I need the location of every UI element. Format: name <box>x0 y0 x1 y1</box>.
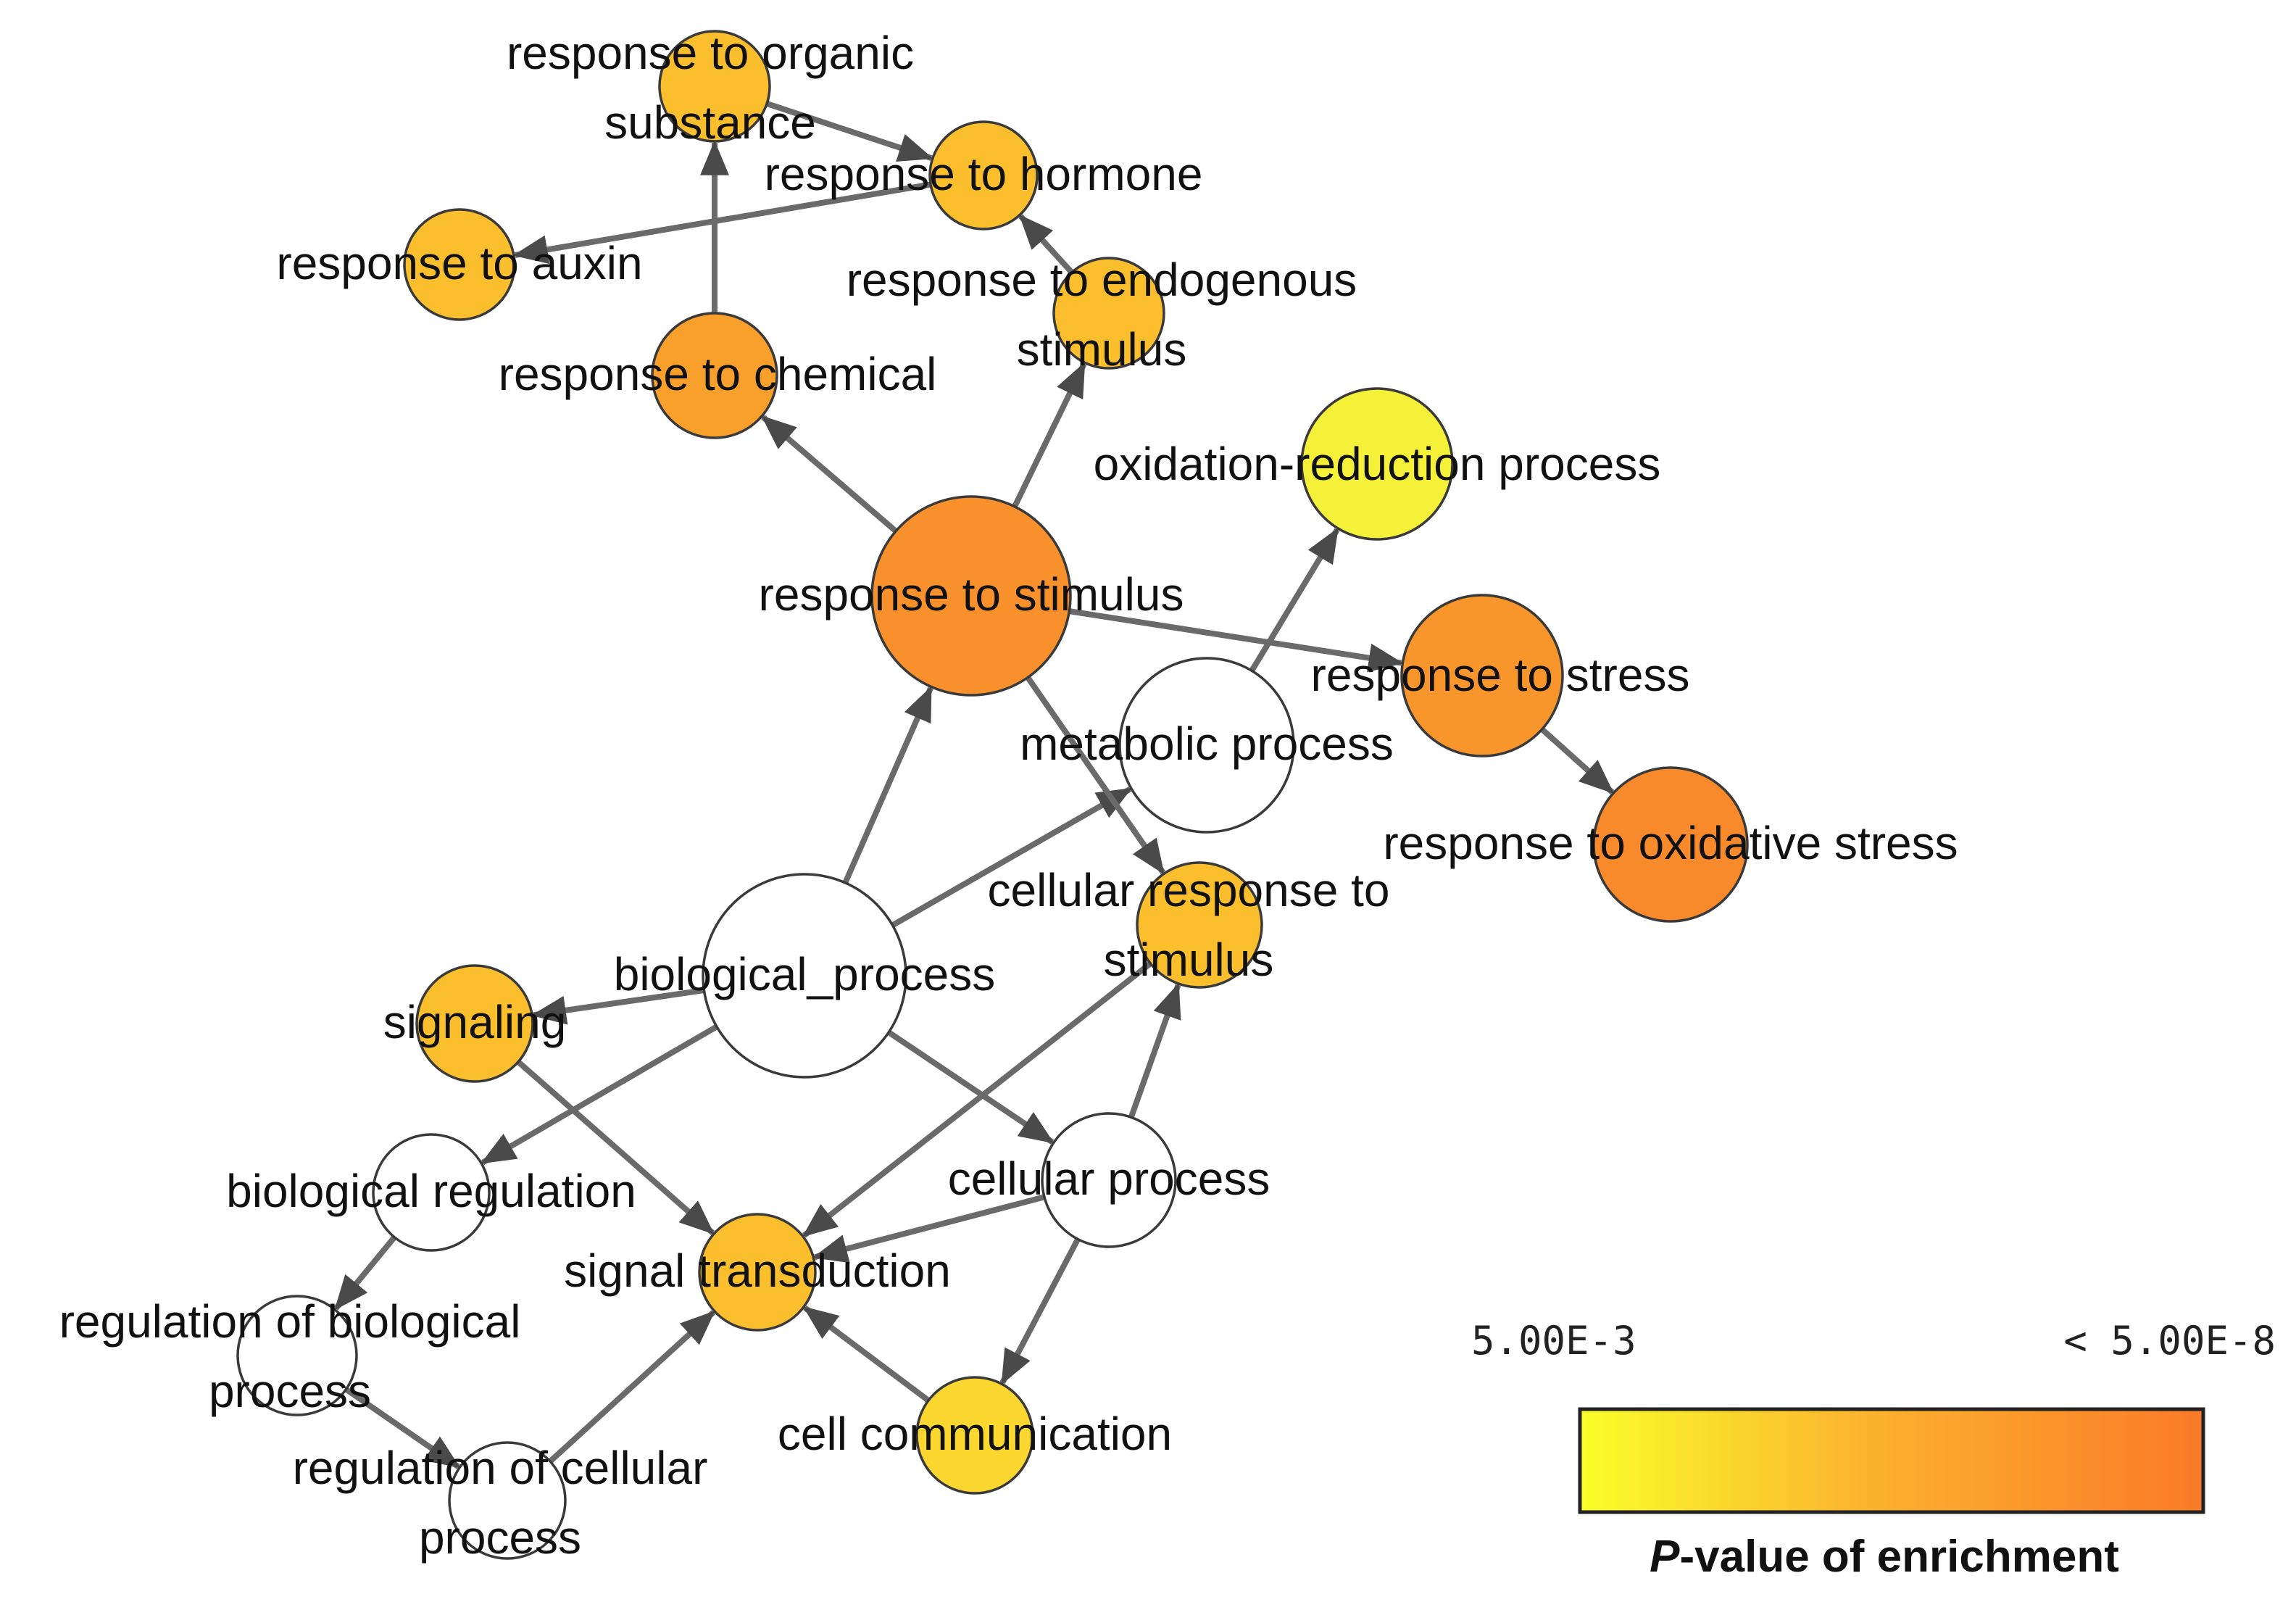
edge-cellular-process-to-signal-transduction <box>812 1194 1046 1263</box>
label-regulation-of-biological-process: regulation of biological process <box>59 1295 521 1417</box>
edge-cellular-process-to-cell-communication <box>999 1237 1081 1385</box>
label-response-to-endogenous-stimulus: response to endogenous stimulus <box>847 254 1357 375</box>
label-line: cell communication <box>778 1408 1172 1460</box>
label-cellular-response-to-stimulus: cellular response to stimulus <box>988 864 1390 986</box>
node-response-to-auxin[interactable] <box>403 208 516 321</box>
node-response-to-oxidative-stress[interactable] <box>1592 766 1749 923</box>
edges-layer <box>333 101 1615 1469</box>
edge-response-to-stimulus-to-response-to-stress <box>1068 608 1404 673</box>
node-regulation-of-biological-process[interactable] <box>236 1295 358 1416</box>
edge-biological-process-to-biological-regulation <box>481 1024 718 1166</box>
label-line: substance <box>604 96 816 149</box>
edge-biological-process-to-metabolic-process <box>891 787 1132 928</box>
label-line: stimulus <box>1104 934 1274 986</box>
edge-response-to-endogenous-stimulus-to-response-to-hormone <box>1018 214 1074 275</box>
label-response-to-stress: response to stress <box>1311 649 1690 701</box>
edge-signaling-to-signal-transduction <box>516 1059 715 1235</box>
label-response-to-oxidative-stress: response to oxidative stress <box>1383 817 1958 869</box>
label-signal-transduction: signal transduction <box>564 1245 951 1297</box>
node-regulation-of-cellular-process[interactable] <box>448 1441 567 1560</box>
label-biological-regulation: biological regulation <box>226 1165 636 1217</box>
label-response-to-stimulus: response to stimulus <box>759 568 1184 621</box>
edge-biological-regulation-to-regulation-of-biological-process <box>333 1235 397 1311</box>
edge-response-to-organic-substance-to-response-to-hormone <box>765 101 933 162</box>
label-cellular-process: cellular process <box>948 1153 1270 1205</box>
label-line: signal transduction <box>564 1245 951 1297</box>
label-signaling: signaling <box>383 996 567 1048</box>
edge-response-to-stimulus-to-cellular-response-to-stimulus <box>1025 676 1166 875</box>
edge-regulation-of-cellular-process-to-signal-transduction <box>548 1310 716 1464</box>
color-legend: 5.00E-3 < 5.00E-8 P-value of enrichment <box>1471 1318 2276 1582</box>
label-line: cellular process <box>948 1153 1270 1205</box>
edge-cell-communication-to-signal-transduction <box>803 1305 931 1403</box>
label-line: oxidation-reduction process <box>1094 438 1661 490</box>
edge-cellular-process-to-cellular-response-to-stimulus <box>1128 982 1181 1119</box>
label-line: response to oxidative stress <box>1383 817 1958 869</box>
node-cellular-response-to-stimulus[interactable] <box>1136 861 1263 989</box>
edge-response-to-stimulus-to-response-to-endogenous-stimulus <box>1012 362 1087 508</box>
node-oxidation-reduction-process[interactable] <box>1300 387 1454 541</box>
label-response-to-organic-substance: response to organic substance <box>507 27 914 149</box>
legend-gradient-bar <box>1578 1407 2205 1514</box>
label-line: process <box>209 1365 371 1417</box>
label-oxidation-reduction-process: oxidation-reduction process <box>1094 438 1661 490</box>
label-line: stimulus <box>1017 323 1187 375</box>
label-line: signaling <box>383 996 567 1048</box>
label-line: biological regulation <box>226 1165 636 1217</box>
node-metabolic-process[interactable] <box>1118 657 1295 834</box>
node-signal-transduction[interactable] <box>698 1213 817 1332</box>
node-signaling[interactable] <box>415 964 534 1083</box>
label-line: process <box>419 1511 581 1564</box>
label-line: response to auxin <box>276 237 642 289</box>
label-metabolic-process: metabolic process <box>1020 718 1394 770</box>
node-biological-regulation[interactable] <box>372 1133 491 1252</box>
edge-response-to-hormone-to-response-to-auxin <box>512 181 931 265</box>
label-line: regulation of biological <box>59 1295 521 1348</box>
label-line: regulation of cellular <box>293 1442 708 1494</box>
node-response-to-endogenous-stimulus[interactable] <box>1052 257 1165 370</box>
node-response-to-chemical[interactable] <box>651 312 778 439</box>
node-biological-process[interactable] <box>702 873 907 1079</box>
label-line: metabolic process <box>1020 718 1394 770</box>
label-regulation-of-cellular-process: regulation of cellular process <box>293 1442 708 1564</box>
legend-high-label: < 5.00E-8 <box>2063 1318 2276 1364</box>
edge-metabolic-process-to-oxidation-reduction-process <box>1249 527 1340 673</box>
legend-title: P-value of enrichment <box>1650 1532 2119 1582</box>
edge-cellular-response-to-stimulus-to-signal-transduction <box>802 960 1152 1238</box>
label-cell-communication: cell communication <box>778 1408 1172 1460</box>
node-response-to-stress[interactable] <box>1400 594 1564 758</box>
label-response-to-hormone: response to hormone <box>765 148 1203 200</box>
label-line: biological_process <box>614 948 996 1000</box>
node-response-to-organic-substance[interactable] <box>658 30 771 143</box>
node-response-to-stimulus[interactable] <box>870 495 1072 697</box>
node-cell-communication[interactable] <box>915 1376 1034 1495</box>
label-line: response to organic <box>507 27 914 79</box>
edge-response-to-stress-to-response-to-oxidative-stress <box>1539 727 1615 794</box>
edge-regulation-of-biological-process-to-regulation-of-cellular-process <box>344 1387 461 1469</box>
label-response-to-chemical: response to chemical <box>499 348 937 400</box>
legend-title-rest: -value of enrichment <box>1680 1532 2119 1582</box>
label-line: response to stress <box>1311 649 1690 701</box>
label-line: response to chemical <box>499 348 937 400</box>
label-response-to-auxin: response to auxin <box>276 237 642 289</box>
label-line: response to hormone <box>765 148 1203 200</box>
edge-biological-process-to-cellular-process <box>887 1029 1055 1145</box>
label-line: cellular response to <box>988 864 1390 916</box>
nodes-layer <box>236 30 1749 1560</box>
node-cellular-process[interactable] <box>1041 1112 1177 1248</box>
label-line: response to stimulus <box>759 568 1184 621</box>
legend-title-italic: P <box>1650 1532 1680 1582</box>
legend-low-label: 5.00E-3 <box>1471 1318 1636 1364</box>
label-line: response to endogenous <box>847 254 1357 306</box>
edge-biological-process-to-signaling <box>531 987 705 1025</box>
edge-response-to-stimulus-to-response-to-chemical <box>761 415 898 534</box>
edge-biological-process-to-response-to-stimulus <box>842 686 933 884</box>
node-response-to-hormone[interactable] <box>928 120 1039 231</box>
label-biological-process: biological_process <box>614 948 996 1000</box>
